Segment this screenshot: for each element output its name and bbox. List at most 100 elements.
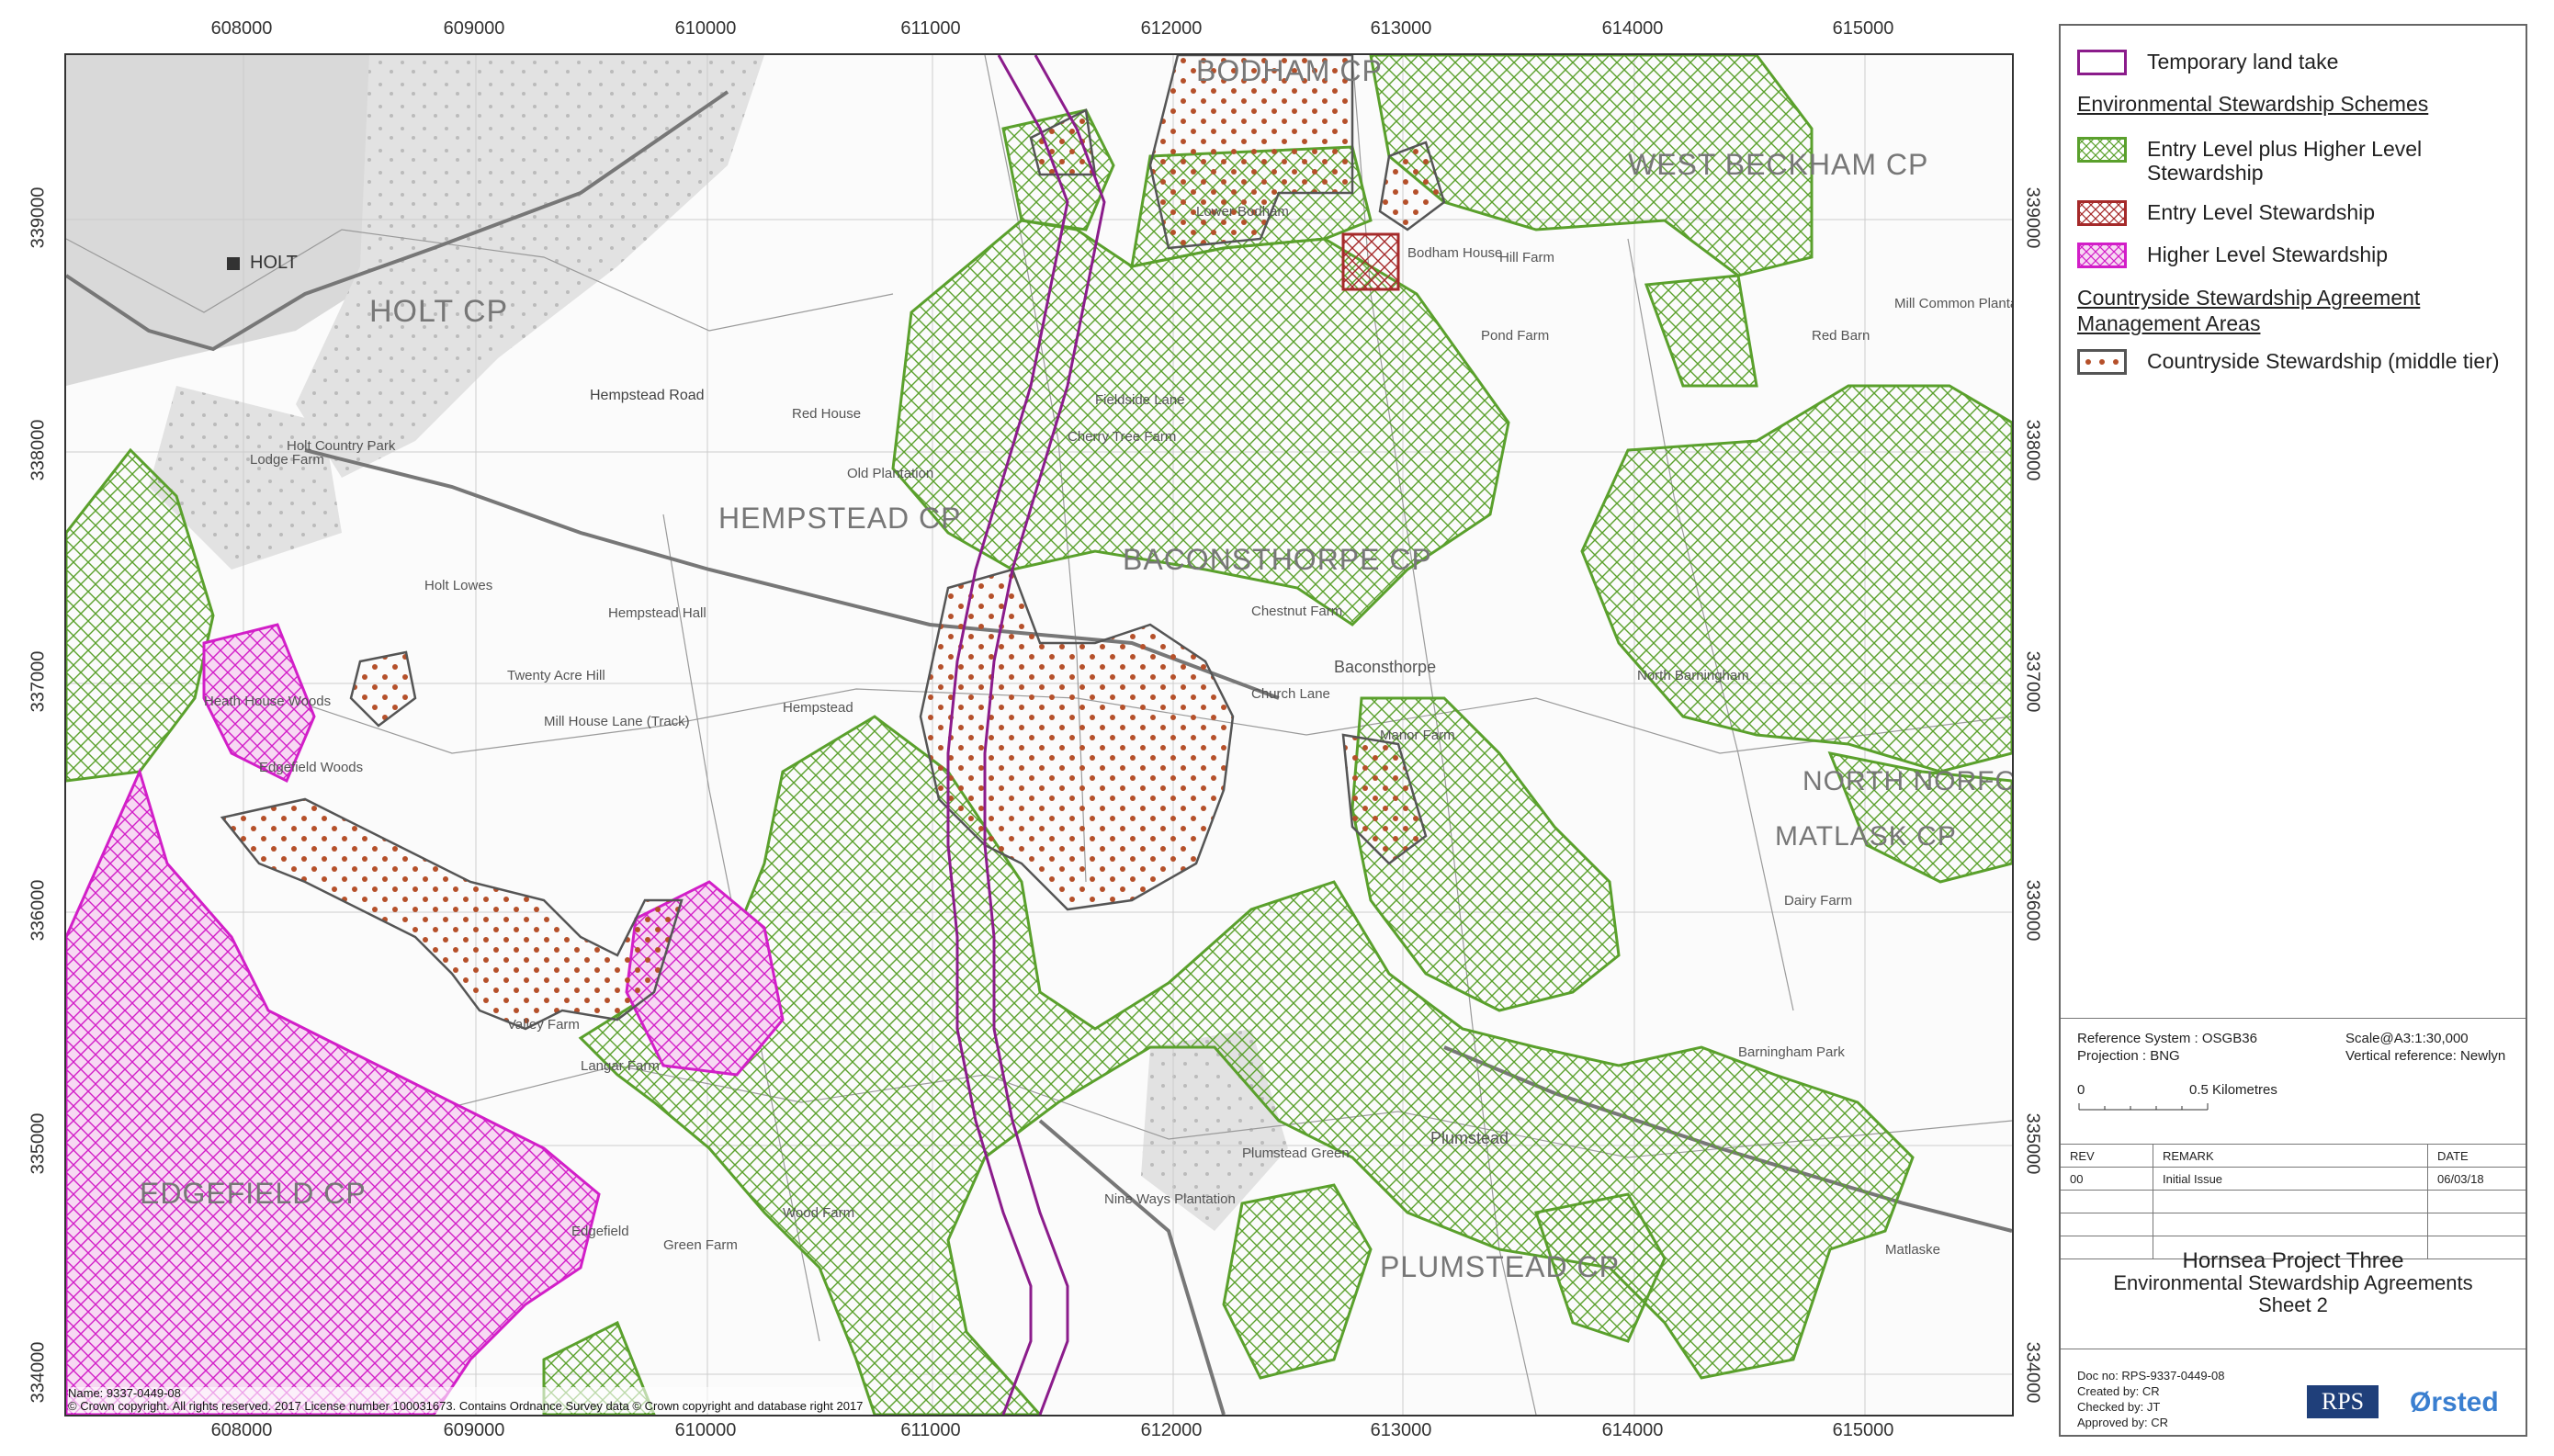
scale-bar-label: 0.5 Kilometres: [2189, 1082, 2277, 1098]
place-label: Old Plantation: [847, 466, 933, 481]
northing-label-right: 339000: [2022, 186, 2043, 249]
place-label: Cherry Tree Farm: [1068, 429, 1176, 445]
place-label: Edgefield Woods: [259, 760, 363, 775]
holt-town-area: [66, 55, 424, 386]
place-label: North Barningham: [1637, 668, 1749, 683]
date-header: DATE: [2427, 1144, 2526, 1168]
northing-label-left: 334000: [28, 1341, 49, 1404]
place-label: HOLT: [250, 253, 298, 273]
place-label: Lodge Farm: [250, 452, 324, 468]
parish-label: BACONSTHORPE CP: [1123, 543, 1432, 576]
legend-label: Entry Level Stewardship: [2147, 200, 2376, 224]
temporary-swatch: [2077, 50, 2127, 75]
parish-label: HOLT CP: [369, 294, 508, 329]
easting-label-top: 610000: [674, 18, 737, 39]
parish-label: NORTH NORFOLK DISTRICT: [1802, 766, 2012, 796]
map-credits: Name: 9337-0449-08 © Crown copyright. Al…: [68, 1387, 864, 1413]
place-label: Hempstead Hall: [608, 605, 706, 621]
place-label: Twenty Acre Hill: [507, 668, 605, 683]
parish-label: BODHAM CP: [1196, 55, 1383, 87]
drawing-title: Environmental Stewardship Agreements: [2113, 1271, 2473, 1294]
easting-label-bottom: 608000: [210, 1420, 273, 1440]
easting-label-bottom: 609000: [443, 1420, 505, 1440]
orsted-logo: Ørsted: [2410, 1387, 2499, 1417]
info-divider: [2061, 1018, 2526, 1019]
countryside-stewardship-areas: [220, 55, 1446, 1031]
easting-label-bottom: 614000: [1601, 1420, 1664, 1440]
legend-heading-env: Environmental Stewardship Schemes: [2077, 92, 2429, 116]
northing-label-left: 337000: [28, 650, 49, 713]
place-label: Baconsthorpe: [1334, 658, 1436, 676]
map-frame[interactable]: HOLT CP HEMPSTEAD CP BACONSTHORPE CP BOD…: [64, 53, 2014, 1416]
legend-temporary: Temporary land take: [2077, 50, 2338, 75]
woodland-area: [149, 386, 342, 570]
place-label: Matlaske: [1885, 1242, 1940, 1258]
easting-label-bottom: 611000: [900, 1420, 961, 1440]
higher-level-areas: [66, 623, 785, 1415]
northing-label-left: 335000: [28, 1112, 49, 1175]
place-label: Hempstead: [783, 700, 853, 716]
legend-label: Higher Level Stewardship: [2147, 243, 2389, 266]
easting-label-top: 612000: [1140, 18, 1203, 39]
easting-label-top: 611000: [900, 18, 961, 39]
northing-label-right: 337000: [2022, 650, 2043, 713]
place-label: Chestnut Farm: [1251, 604, 1342, 619]
place-label: Lower Bodham: [1196, 204, 1289, 220]
place-label: Valley Farm: [507, 1017, 580, 1033]
easting-label-top: 615000: [1832, 18, 1894, 39]
remark-header: REMARK: [2153, 1144, 2428, 1168]
entry-level-swatch: [2077, 200, 2127, 226]
parish-label: WEST BECKHAM CP: [1628, 148, 1928, 181]
easting-label-top: 614000: [1601, 18, 1664, 39]
rev-cell: 00: [2061, 1167, 2153, 1191]
place-label: Nine Ways Plantation: [1104, 1191, 1236, 1207]
legend-label: Temporary land take: [2147, 50, 2339, 73]
holt-marker: [227, 257, 240, 270]
project-title: Hornsea Project Three: [2182, 1248, 2404, 1273]
place-label: Red House: [792, 406, 861, 422]
place-label: Pond Farm: [1481, 328, 1549, 344]
place-label: Plumstead: [1430, 1129, 1509, 1147]
northing-label-right: 336000: [2022, 879, 2043, 942]
legend-higher-level: Higher Level Stewardship: [2077, 243, 2388, 268]
place-label: Mill House Lane (Track): [544, 714, 690, 729]
rps-logo: RPS: [2307, 1385, 2379, 1418]
scale-text: Scale@A3:1:30,000: [2345, 1031, 2469, 1046]
parish-label: PLUMSTEAD CP: [1380, 1250, 1620, 1283]
stewardship-map: HOLT CP HEMPSTEAD CP BACONSTHORPE CP BOD…: [66, 55, 2012, 1415]
place-label: Dairy Farm: [1784, 893, 1852, 909]
easting-label-top: 609000: [443, 18, 505, 39]
legend-heading-line: Countryside Stewardship Agreement: [2077, 286, 2421, 310]
vertical-reference: Vertical reference: Newlyn: [2345, 1048, 2506, 1064]
projection: Projection : BNG: [2077, 1048, 2180, 1064]
legend-heading-line: Management Areas: [2077, 311, 2261, 335]
approved-by: Approved by: CR: [2077, 1416, 2168, 1429]
place-label: Red Barn: [1812, 328, 1870, 344]
checked-by: Checked by: JT: [2077, 1400, 2161, 1414]
legend-label: Countryside Stewardship (middle tier): [2147, 349, 2500, 373]
place-label: Heath House Woods: [204, 694, 331, 709]
woodland-area: [296, 55, 764, 478]
place-label: Langar Farm: [581, 1058, 660, 1074]
northing-label-left: 338000: [28, 419, 49, 481]
parish-label: HEMPSTEAD CP: [718, 502, 961, 535]
remark-cell: Initial Issue: [2153, 1167, 2428, 1191]
countryside-swatch: [2077, 349, 2127, 375]
entry-plus-higher-swatch: [2077, 137, 2127, 163]
parish-label: MATLASK CP: [1775, 821, 1957, 852]
place-label: Mill Common Plantation: [1894, 296, 2012, 311]
place-label: Manor Farm: [1380, 728, 1455, 743]
doc-number: Doc no: RPS-9337-0449-08: [2077, 1369, 2225, 1383]
parish-label: EDGEFIELD CP: [140, 1177, 367, 1210]
title-block: Hornsea Project Three Environmental Stew…: [2061, 1250, 2526, 1316]
entry-level-areas: [1341, 232, 1400, 291]
reference-system: Reference System : OSGB36: [2077, 1031, 2257, 1046]
northing-label-left: 336000: [28, 879, 49, 942]
place-label: Hill Farm: [1499, 250, 1554, 265]
map-copyright-credit: © Crown copyright. All rights reserved. …: [68, 1399, 864, 1413]
easting-label-bottom: 615000: [1832, 1420, 1894, 1440]
legend-entry-level: Entry Level Stewardship: [2077, 200, 2375, 226]
northing-label-right: 338000: [2022, 419, 2043, 481]
place-label: Green Farm: [663, 1237, 738, 1253]
